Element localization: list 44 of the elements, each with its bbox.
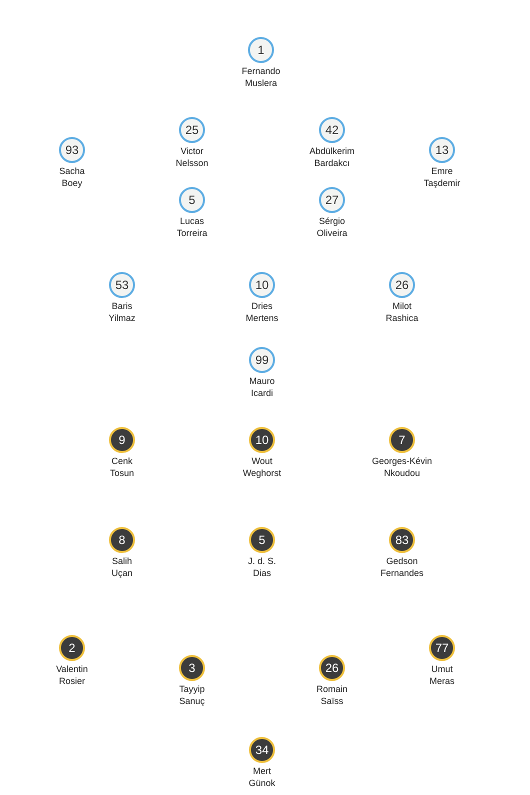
player-name: J. d. S. Dias — [246, 555, 277, 579]
player-name: Valentin Rosier — [55, 663, 89, 687]
player-number-badge: 10 — [249, 427, 275, 453]
player-name: Mauro Icardi — [248, 375, 276, 399]
player-number-badge: 27 — [319, 187, 345, 213]
player-number-badge: 25 — [179, 117, 205, 143]
player-name: Lucas Torreira — [176, 215, 208, 239]
player-name: Baris Yilmaz — [108, 300, 136, 324]
player-name: Abdülkerim Bardakcı — [308, 145, 356, 169]
player-number-badge: 26 — [389, 272, 415, 298]
player-name: Cenk Tosun — [108, 455, 136, 479]
player-name: Wout Weghorst — [242, 455, 282, 479]
player-name: Mert Günok — [248, 765, 276, 789]
player-name: Fernando Muslera — [240, 65, 282, 89]
player-number-badge: 5 — [249, 527, 275, 553]
player-name: Romain Saïss — [315, 683, 348, 707]
player-name: Tayyip Sanuç — [178, 683, 206, 707]
player-name: Salih Uçan — [110, 555, 134, 579]
player-name: Sérgio Oliveira — [316, 215, 348, 239]
player-number-badge: 10 — [249, 272, 275, 298]
player-name: Georges-Kévin Nkoudou — [370, 455, 434, 479]
player-number-badge: 13 — [429, 137, 455, 163]
player-number-badge: 93 — [59, 137, 85, 163]
player-name: Gedson Fernandes — [379, 555, 425, 579]
player-number-badge: 2 — [59, 635, 85, 661]
player-number-badge: 34 — [249, 737, 275, 763]
player-name: Victor Nelsson — [174, 145, 210, 169]
player-number-badge: 42 — [319, 117, 345, 143]
player-number-badge: 5 — [179, 187, 205, 213]
player-number-badge: 1 — [248, 37, 274, 63]
player-name: Milot Rashica — [384, 300, 420, 324]
player-number-badge: 8 — [109, 527, 135, 553]
player-name: Sacha Boey — [58, 165, 86, 189]
player-number-badge: 83 — [389, 527, 415, 553]
player-name: Umut Meras — [428, 663, 456, 687]
player-name: Dries Mertens — [244, 300, 280, 324]
player-name: Emre Taşdemir — [422, 165, 462, 189]
player-number-badge: 3 — [179, 655, 205, 681]
player-number-badge: 53 — [109, 272, 135, 298]
player-number-badge: 77 — [429, 635, 455, 661]
player-number-badge: 9 — [109, 427, 135, 453]
player-number-badge: 26 — [319, 655, 345, 681]
player-number-badge: 99 — [249, 347, 275, 373]
player-number-badge: 7 — [389, 427, 415, 453]
